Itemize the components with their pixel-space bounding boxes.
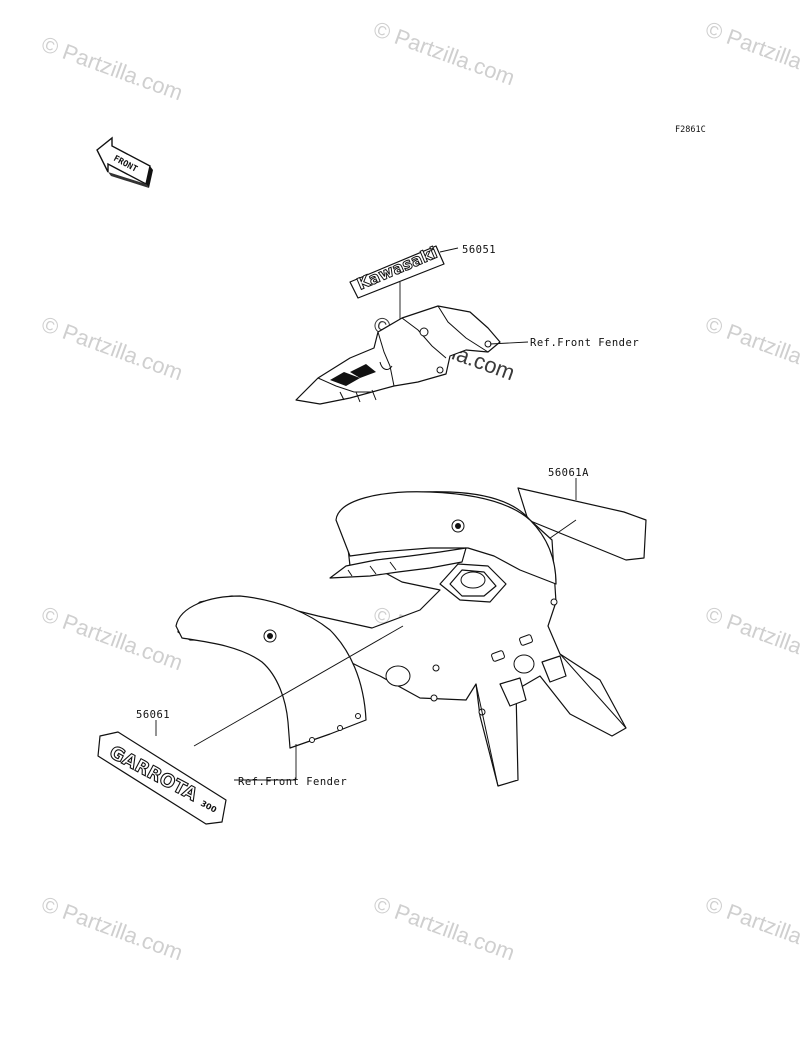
diagram-code: F2861C: [675, 125, 706, 135]
label-56061: 56061: [136, 709, 170, 721]
decal-56061: GARROTA 300: [97, 731, 227, 825]
watermark: © Partzilla.com: [38, 31, 186, 105]
label-ref-front-fender-lower: Ref.Front Fender: [238, 776, 347, 788]
watermark-group: © Partzilla.com © Partzilla.com © Partzi…: [38, 16, 800, 965]
label-56051: 56051: [462, 244, 496, 256]
watermark: © Partzilla.com: [702, 891, 800, 965]
lower-fender-assembly: 56061A: [97, 467, 647, 825]
watermark: © Partzilla.com: [38, 311, 186, 385]
decal-lower-text: GARROTA: [106, 742, 201, 806]
label-56061a: 56061A: [548, 467, 589, 479]
watermark: © Partzilla.com: [38, 891, 186, 965]
decal-56051: Kawasaki: [349, 242, 445, 299]
watermark: © Partzilla.com: [702, 16, 800, 90]
front-arrow-icon: FRONT: [96, 136, 153, 188]
upper-fender-assembly: Kawasaki 56051 Ref.Front Fender: [295, 242, 639, 405]
watermark: © Partzilla.com: [38, 601, 186, 675]
watermark: © Partzilla.com: [370, 891, 518, 965]
watermark: © Partzilla.com: [702, 601, 800, 675]
label-ref-front-fender-upper: Ref.Front Fender: [530, 337, 639, 349]
watermark: © Partzilla.com: [702, 311, 800, 385]
watermark: © Partzilla.com: [370, 16, 518, 90]
